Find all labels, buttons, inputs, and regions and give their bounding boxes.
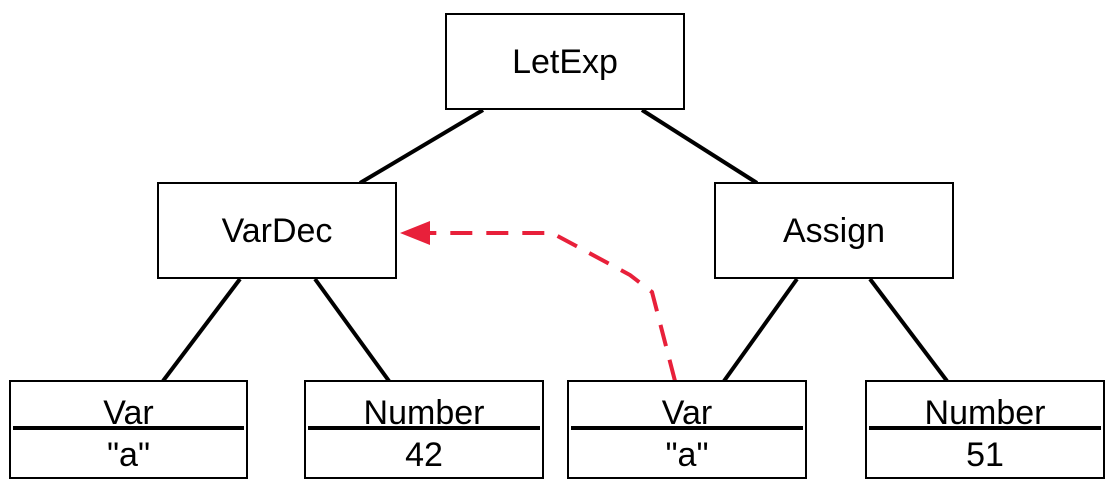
leaf-number-42: Number 42 [304,380,544,479]
leaf-number-51: Number 51 [865,380,1105,479]
node-letexp: LetExp [445,13,685,110]
edge-vardec-var [161,277,242,383]
leaf-divider [571,426,803,430]
leaf-value: 42 [405,436,443,474]
leaf-type-label: Number [363,394,485,432]
node-assign: Assign [714,182,954,279]
leaf-divider [308,426,540,430]
leaf-value: "a" [665,436,709,474]
leaf-type-label: Number [924,394,1046,432]
edge-letexp-assign [640,108,759,185]
leaf-value: "a" [106,436,151,474]
edge-assign-var [722,277,799,383]
leaf-var-declared: Var "a" [9,380,248,479]
edge-vardec-number [313,277,391,383]
node-vardec: VarDec [157,182,397,279]
leaf-divider [869,426,1101,430]
leaf-var-assigned: Var "a" [567,380,807,479]
edge-assign-number [868,277,949,383]
reference-arrowhead [400,221,430,245]
edge-letexp-vardec [358,108,485,185]
reference-arrow [425,231,677,382]
leaf-value: 51 [966,436,1004,474]
leaf-divider [13,426,244,430]
leaf-type-label: Var [661,394,713,432]
leaf-type-label: Var [103,394,154,432]
